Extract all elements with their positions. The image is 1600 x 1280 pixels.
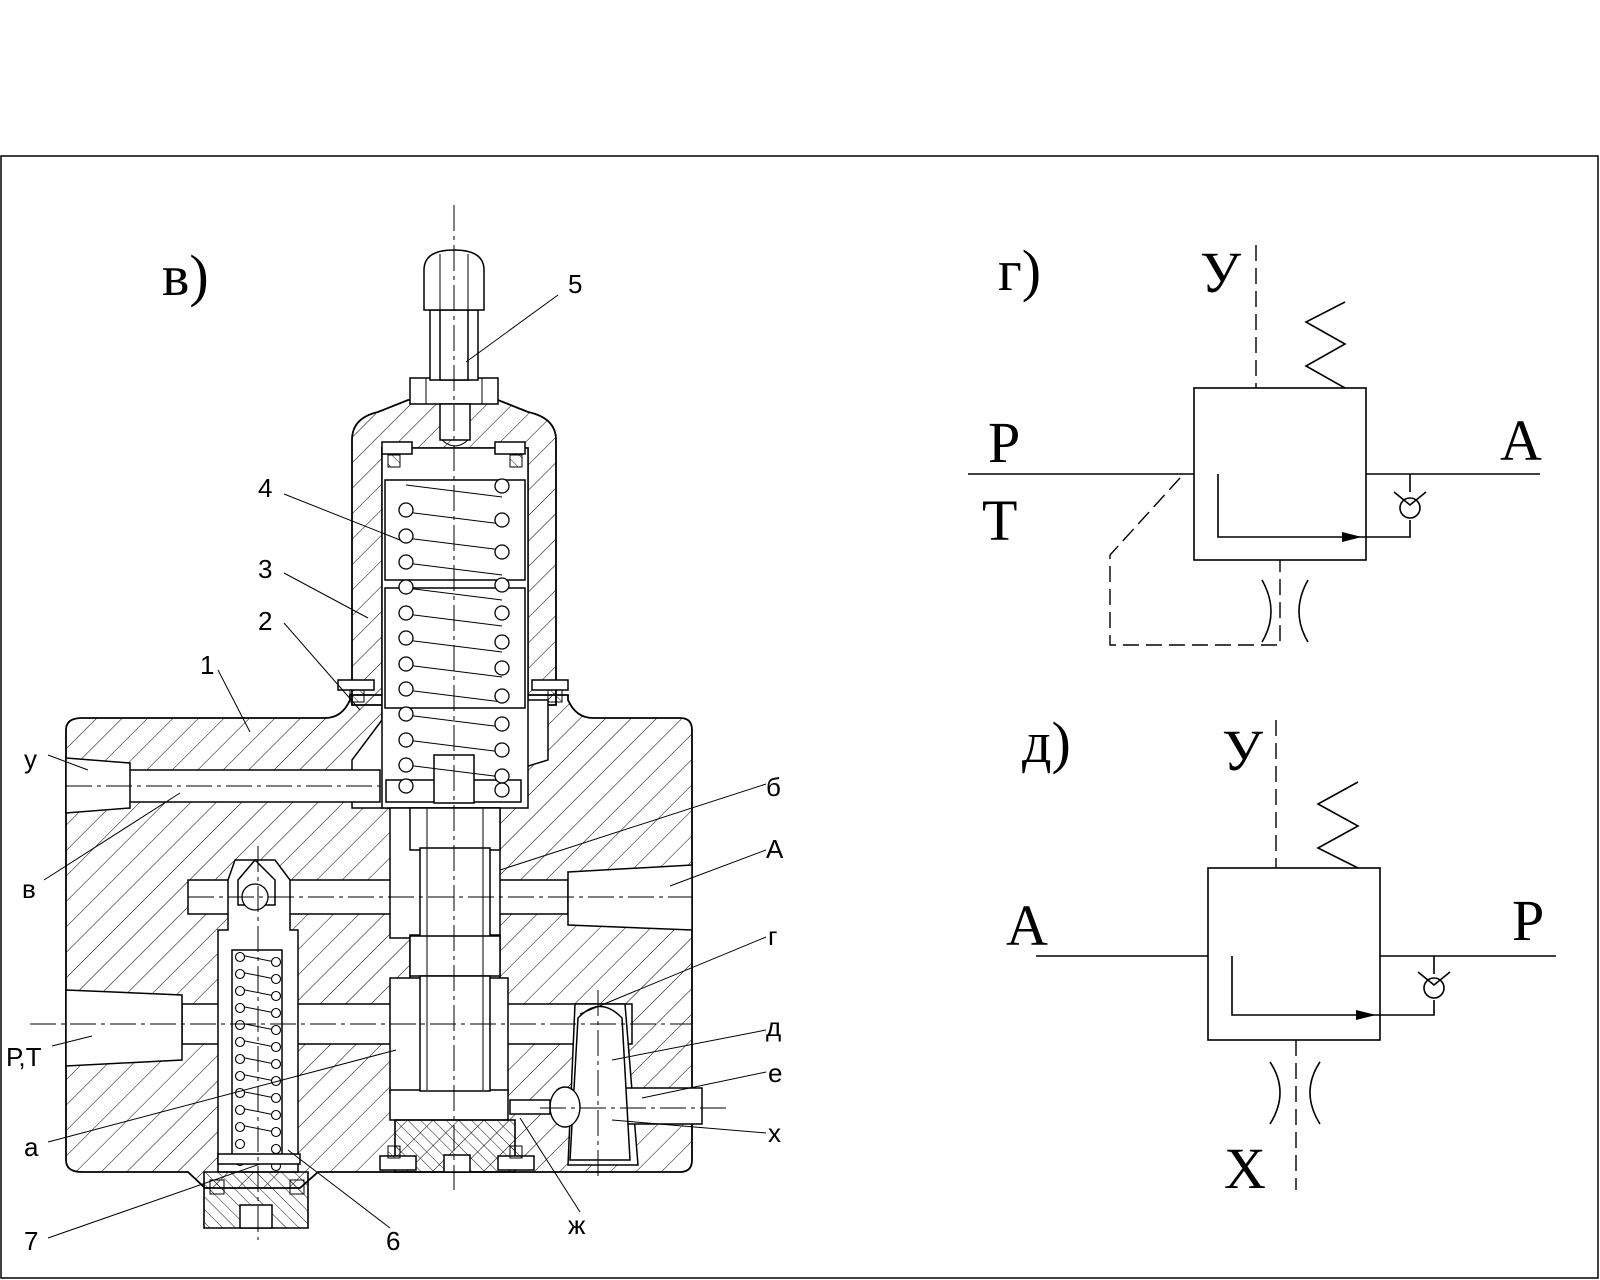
symbol-g-label-t: Т [982,488,1017,553]
port-PT-bore [65,989,183,1067]
main-spring [398,478,510,798]
symbol-d-label-a: А [1006,893,1048,958]
part-number-6: 6 [386,1226,400,1256]
throttle-right [1298,579,1309,643]
label-port-A: А [766,834,784,864]
symbol-g-label-a: А [1500,408,1542,473]
throttle-left [1261,579,1272,643]
symbol-d-label-y: У [1222,718,1264,783]
section-mark-v: в) [162,243,209,308]
spring-symbol-d [1316,781,1360,869]
top-seals [337,441,569,703]
spool [409,807,501,1092]
section-mark-g: г) [998,238,1041,303]
label-channel-d: д [766,1012,781,1042]
valve-envelope [1193,387,1367,561]
label-channel-a: а [24,1132,39,1162]
bottom-plug [379,1119,535,1173]
label-channel-e: е [768,1058,782,1088]
label-channel-zh: ж [568,1210,586,1240]
symbol-g: г) У Р Т А [968,238,1542,646]
label-port-pt: Р,Т [6,1042,42,1072]
pilot-valve [203,858,309,1229]
label-channel-v: в [22,874,36,904]
check-valve-seat [1393,491,1427,507]
part-number-3: 3 [258,554,272,584]
section-mark-d: д) [1022,710,1071,775]
pilot-line [1109,477,1281,646]
symbol-d: д) У А Р Х [1006,710,1556,1201]
check-valve-poppet [509,1005,631,1161]
bypass-line [1362,520,1411,538]
label-port-x: х [768,1118,781,1148]
flow-path [1217,474,1362,538]
flow-arrow-d [1356,1010,1376,1020]
label-channel-y: у [24,744,37,774]
spring-symbol [1304,301,1347,389]
symbol-g-label-y: У [1200,240,1242,305]
check-valve-seat-d [1417,971,1451,987]
flow-arrow [1342,532,1362,542]
part-number-7: 7 [24,1226,38,1256]
part-number-1: 1 [200,650,214,680]
throttle-right-d [1309,1061,1321,1125]
piston-chamber [389,1089,509,1121]
symbol-g-label-p: Р [988,410,1020,475]
part-number-2: 2 [258,606,272,636]
valve-envelope-d [1207,867,1381,1041]
label-channel-g: г [768,921,777,951]
symbol-d-label-p: Р [1512,888,1544,953]
throttle-left-d [1269,1061,1281,1125]
drawing-border [0,155,1599,1279]
part-number-4: 4 [258,473,272,503]
label-channel-b: б [766,772,781,802]
check-valve-ball-d [1423,977,1445,999]
leader-lines [43,294,767,1239]
part-number-5: 5 [568,269,582,299]
bypass-line-d [1376,1000,1435,1016]
symbol-d-label-x: Х [1224,1136,1266,1201]
check-valve-ball [1399,497,1421,519]
flow-path-d [1231,956,1376,1016]
valve-section-view: в) 5 4 3 2 1 7 6 [6,205,784,1256]
